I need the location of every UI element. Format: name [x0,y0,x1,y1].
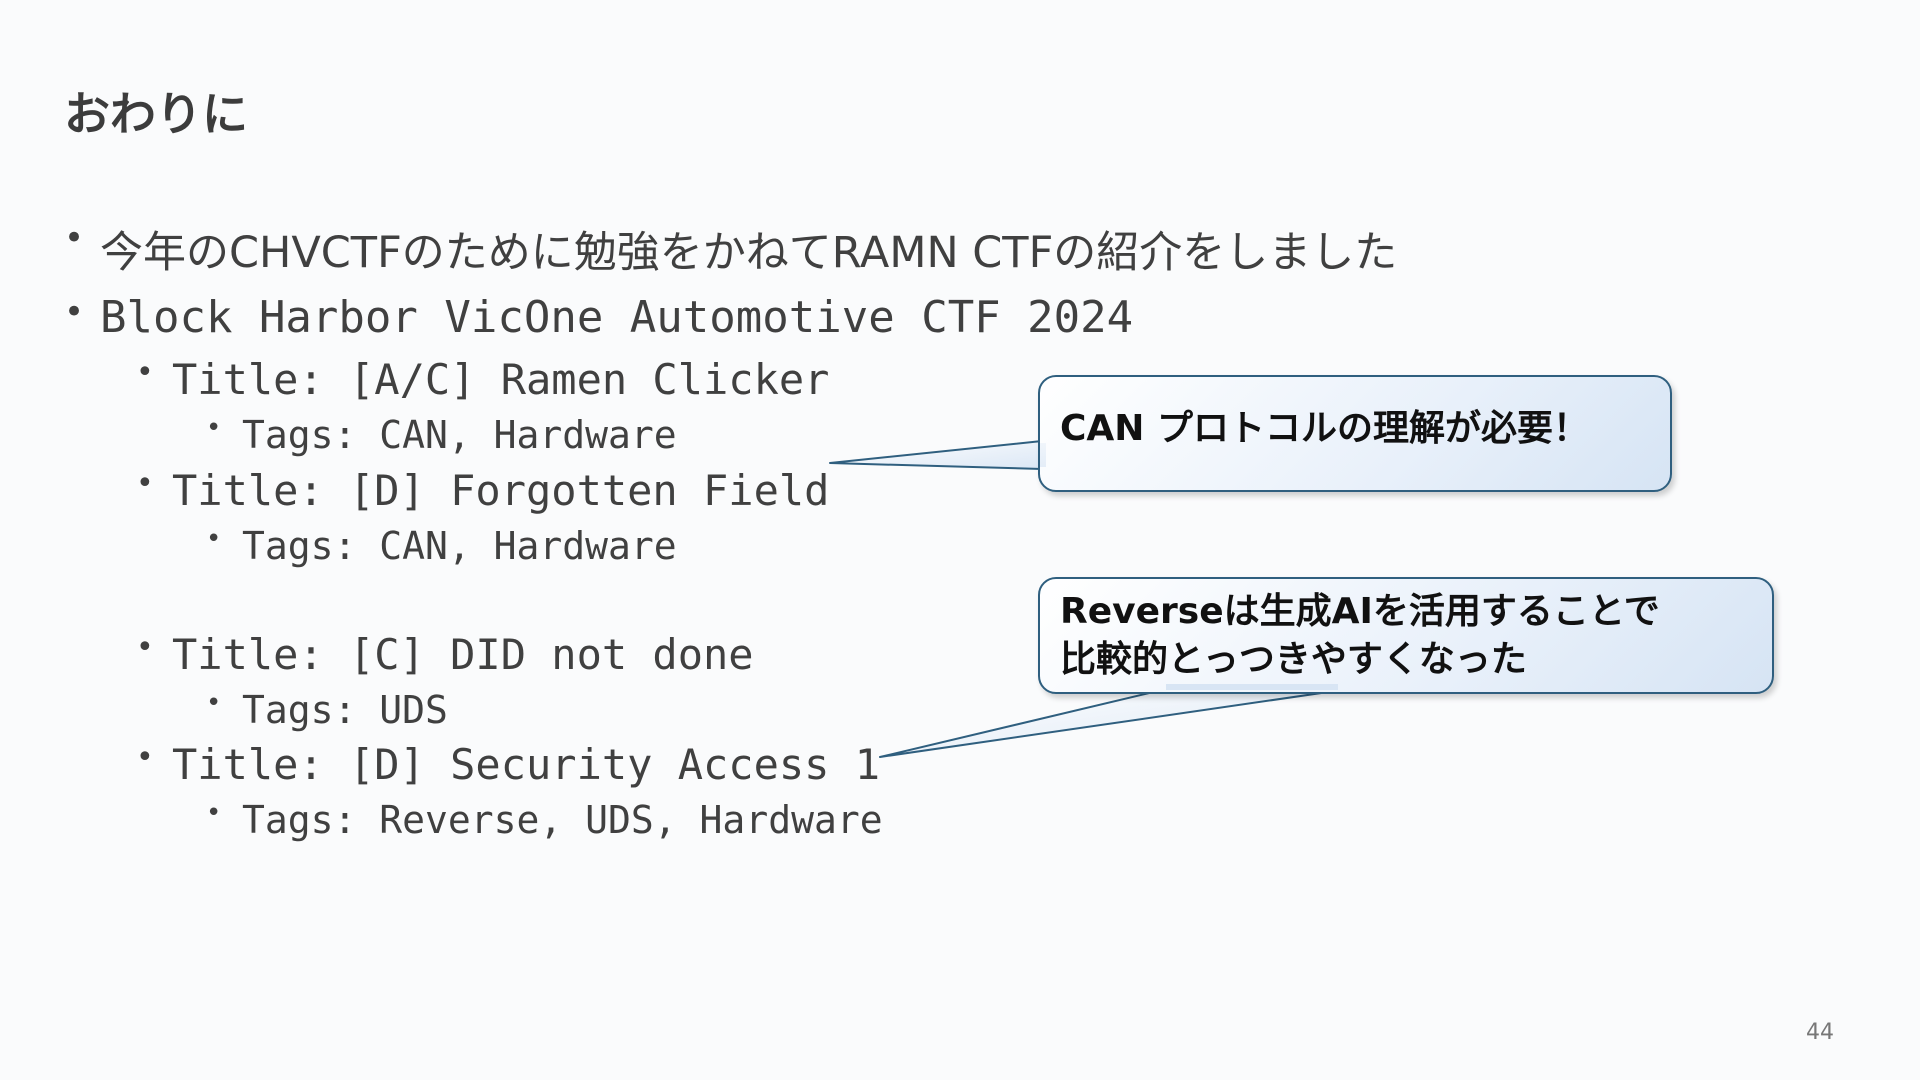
bullet-text: 今年のCHVCTFのために勉強をかねてRAMN CTFの紹介をしました [100,228,1398,278]
bullet-dot: • [206,413,222,443]
bullet-text: Block Harbor VicOne Automotive CTF 2024 [100,292,1134,343]
bullet-dot: • [206,798,222,828]
bullet-dot: • [136,466,154,501]
challenge-tags: Tags: CAN, Hardware [242,413,677,457]
tail-join [1166,684,1338,690]
bullet-dot: • [64,292,85,332]
bullet-dot: • [136,355,154,390]
callout-reverse-ai: Reverseは生成AIを活用することで 比較的とっつきやすくなった [1038,577,1774,694]
bullet-dot: • [136,630,154,665]
challenge-tags: Tags: CAN, Hardware [242,524,677,568]
challenge-title: Title: [A/C] Ramen Clicker [172,355,830,404]
slide-title: おわりに [64,87,248,141]
challenge-title: Title: [D] Forgotten Field [172,466,830,515]
tail-join [1040,443,1046,467]
bullet-dot: • [206,688,222,718]
callout-tail [879,689,1343,758]
bullet-dot: • [64,218,85,258]
bullet-dot: • [136,740,154,775]
page-number: 44 [1806,1020,1834,1045]
callout-tail [829,440,1043,470]
challenge-title: Title: [C] DID not done [172,630,754,679]
callout-text: CAN プロトコルの理解が必要！ [1060,408,1589,449]
challenge-tags: Tags: Reverse, UDS, Hardware [242,798,883,842]
bullet-dot: • [206,524,222,554]
callout-text: Reverseは生成AIを活用することで 比較的とっつきやすくなった [1060,591,1660,680]
challenge-tags: Tags: UDS [242,688,448,732]
challenge-title: Title: [D] Security Access 1 [172,740,881,789]
callout-can-protocol: CAN プロトコルの理解が必要！ [1038,375,1672,492]
